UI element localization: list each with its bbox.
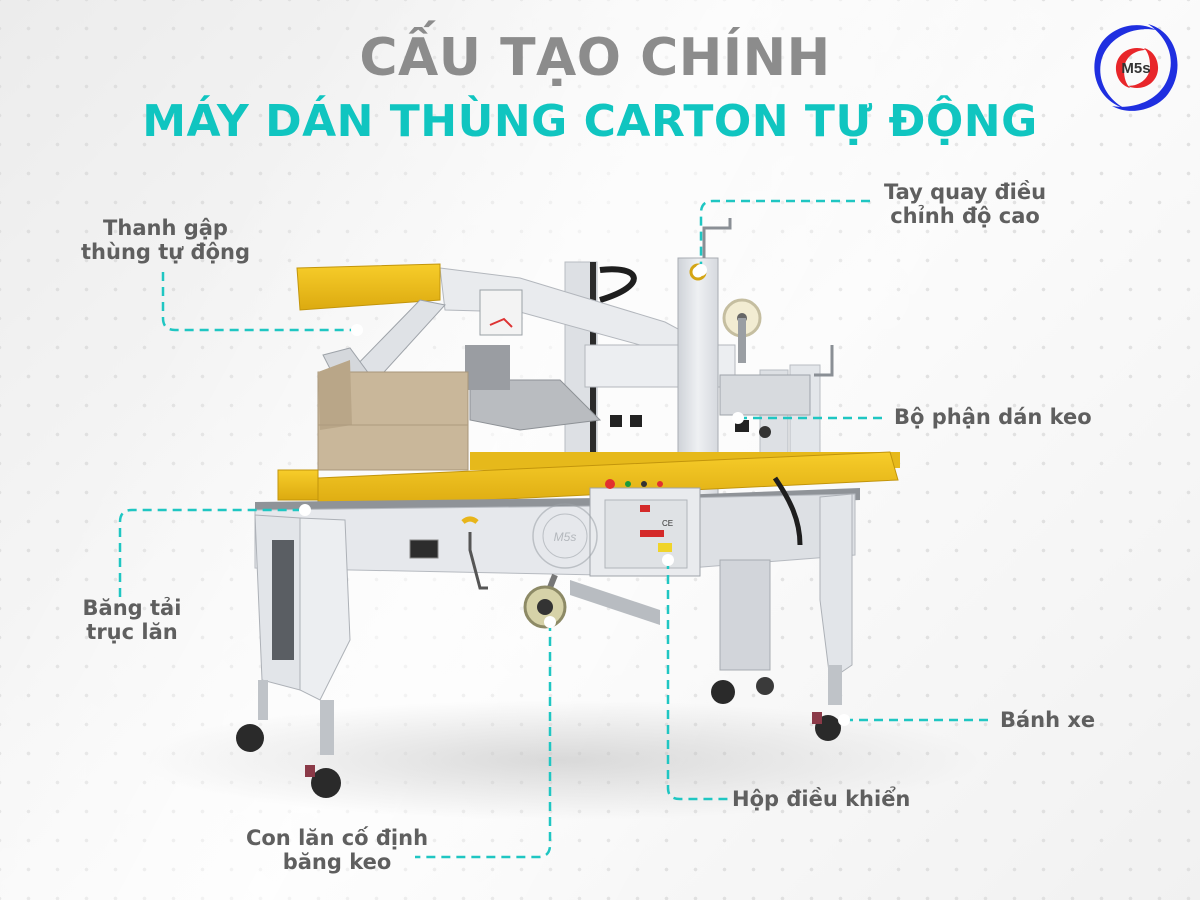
page-title-line1: CẤU TẠO CHÍNH — [359, 28, 831, 88]
svg-text:M5s: M5s — [1121, 60, 1150, 77]
callout-label-line2: chỉnh độ cao — [890, 204, 1040, 228]
callout-label-line2: thùng tự động — [81, 240, 250, 264]
callout-label-line1: Tay quay điều — [883, 180, 1047, 204]
svg-text:CE: CE — [662, 519, 673, 528]
callout-control-box: Hộp điều khiển — [732, 787, 932, 811]
callout-label-line1: Bộ phận dán keo — [894, 405, 1092, 429]
callout-casters: Bánh xe — [1000, 708, 1120, 732]
callout-folding-bar: Thanh gập thùng tự động — [68, 216, 263, 264]
callout-roller-conveyor: Băng tải trục lăn — [72, 596, 192, 644]
svg-text:M5s: M5s — [554, 530, 577, 544]
callout-height-crank: Tay quay điều chỉnh độ cao — [870, 180, 1060, 228]
callout-label-line1: Băng tải — [82, 596, 182, 620]
callout-tape-roller: Con lăn cố định băng keo — [232, 826, 442, 874]
m5s-logo: M5s — [1094, 24, 1178, 111]
callout-label-line1: Hộp điều khiển — [732, 787, 911, 811]
page-title-line2: MÁY DÁN THÙNG CARTON TỰ ĐỘNG — [142, 96, 1038, 147]
callout-label-line2: trục lăn — [86, 620, 178, 644]
callout-tape-unit: Bộ phận dán keo — [894, 405, 1124, 429]
callout-label-line2: băng keo — [282, 850, 392, 874]
callout-label-line1: Thanh gập — [103, 216, 228, 240]
callout-label-line1: Bánh xe — [1000, 708, 1096, 732]
callout-label-line1: Con lăn cố định — [245, 826, 429, 850]
watermark: M5s — [532, 503, 598, 569]
